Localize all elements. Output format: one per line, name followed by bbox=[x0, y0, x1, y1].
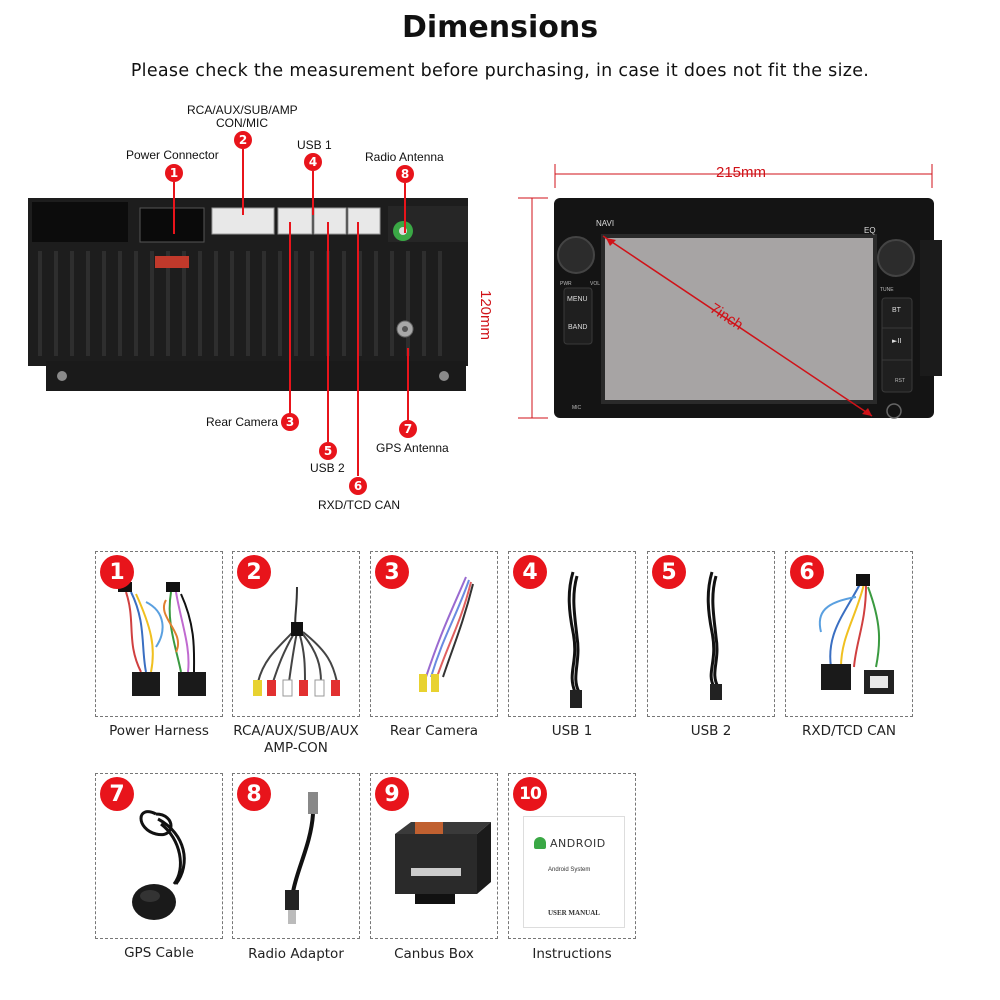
leader-line-2 bbox=[242, 149, 244, 215]
width-dimension-label: 215mm bbox=[716, 164, 767, 181]
manual-booklet: ANDROID Android System USER MANUAL bbox=[523, 816, 625, 928]
accessory-number-badge: 8 bbox=[237, 777, 271, 811]
callout-label-radio-antenna: Radio Antenna bbox=[365, 150, 444, 164]
navi-button-label: NAVI bbox=[596, 219, 615, 228]
accessory-caption-usb1: USB 1 bbox=[551, 723, 593, 739]
page-title: Dimensions bbox=[401, 10, 599, 45]
accessory-card-usb1: 4 bbox=[508, 551, 636, 717]
accessory-number-badge: 10 bbox=[513, 777, 547, 811]
callout-badge-8: 8 bbox=[396, 165, 414, 183]
accessory-card-power-harness: 1 bbox=[95, 551, 223, 717]
vol-button-label: VOL bbox=[590, 281, 601, 287]
canbus-box-image bbox=[395, 822, 491, 904]
accessory-number-badge: 6 bbox=[790, 555, 824, 589]
accessory-caption-instructions: Instructions bbox=[532, 946, 612, 962]
accessory-card-gps-cable: 7 bbox=[95, 773, 223, 939]
callout-badge-6: 6 bbox=[349, 477, 367, 495]
leader-line-4 bbox=[312, 171, 314, 215]
callout-label-rxd-can: RXD/TCD CAN bbox=[318, 498, 401, 512]
callout-label-rca-line2: CON/MIC bbox=[216, 116, 268, 130]
accessory-card-usb2: 5 bbox=[647, 551, 775, 717]
accessory-caption-usb2: USB 2 bbox=[690, 723, 732, 739]
accessory-card-canbus-box: 9 bbox=[370, 773, 498, 939]
callout-badge-7: 7 bbox=[399, 420, 417, 438]
manual-system: Android System bbox=[548, 867, 591, 873]
callout-badge-4: 4 bbox=[304, 153, 322, 171]
band-button-label: BAND bbox=[568, 324, 588, 331]
usb2-cable-image bbox=[706, 571, 722, 700]
accessory-number-badge: 1 bbox=[100, 555, 134, 589]
accessory-caption-rear-camera: Rear Camera bbox=[389, 723, 479, 739]
rear-camera-cable-image bbox=[419, 576, 474, 692]
accessory-card-instructions: ANDROID Android System USER MANUAL 10 bbox=[508, 773, 636, 939]
manual-title: USER MANUAL bbox=[548, 909, 600, 917]
height-dimension-label: 120mm bbox=[477, 290, 494, 341]
accessory-caption-radio-adaptor: Radio Adaptor bbox=[248, 946, 344, 962]
accessory-number-badge: 4 bbox=[513, 555, 547, 589]
callout-label-usb1: USB 1 bbox=[297, 138, 332, 152]
accessory-card-rear-camera: 3 bbox=[370, 551, 498, 717]
tune-button-label: TUNE bbox=[880, 287, 894, 293]
accessory-number-badge: 5 bbox=[652, 555, 686, 589]
android-logo-icon bbox=[534, 837, 546, 849]
leader-line-3 bbox=[289, 222, 291, 416]
accessory-number-badge: 3 bbox=[375, 555, 409, 589]
rst-button-label: RST bbox=[895, 378, 905, 384]
leader-line-7 bbox=[407, 348, 409, 420]
callout-label-rear-camera: Rear Camera bbox=[206, 415, 279, 429]
rear-panel-image bbox=[28, 198, 468, 391]
rxd-can-cable-image bbox=[818, 574, 894, 694]
menu-button-label: MENU bbox=[567, 296, 588, 303]
rca-cable-image bbox=[253, 586, 340, 697]
accessory-card-rxd-can: 6 bbox=[785, 551, 913, 717]
accessory-number-badge: 9 bbox=[375, 777, 409, 811]
accessory-caption-power-harness: Power Harness bbox=[109, 723, 209, 739]
accessory-caption-canbus-box: Canbus Box bbox=[394, 946, 474, 962]
accessory-caption-rca-line2: AMP-CON bbox=[264, 740, 328, 756]
leader-line-8 bbox=[404, 183, 406, 233]
usb1-cable-image bbox=[567, 571, 582, 708]
pwr-button-label: PWR bbox=[560, 281, 572, 287]
gps-cable-image bbox=[132, 810, 186, 920]
callout-label-rca-line1: RCA/AUX/SUB/AMP bbox=[187, 103, 298, 117]
play-pause-button-label: ►II bbox=[892, 337, 902, 345]
accessory-number-badge: 2 bbox=[237, 555, 271, 589]
mic-label: MIC bbox=[572, 405, 582, 411]
eq-button-label: EQ bbox=[864, 226, 876, 235]
radio-adaptor-image bbox=[285, 792, 318, 924]
callout-badge-3: 3 bbox=[281, 413, 299, 431]
accessory-caption-rca-line1: RCA/AUX/SUB/AUX bbox=[233, 723, 359, 739]
callout-badge-1: 1 bbox=[165, 164, 183, 182]
callout-badge-2: 2 bbox=[234, 131, 252, 149]
callout-label-gps-antenna: GPS Antenna bbox=[376, 441, 449, 455]
accessory-caption-gps-cable: GPS Cable bbox=[124, 945, 194, 961]
leader-line-5 bbox=[327, 222, 329, 442]
manual-brand: ANDROID bbox=[550, 837, 606, 850]
accessory-card-rca: 2 bbox=[232, 551, 360, 717]
leader-line-6 bbox=[357, 222, 359, 476]
bt-button-label: BT bbox=[892, 307, 901, 314]
callout-label-usb2: USB 2 bbox=[310, 461, 345, 475]
page-subtitle: Please check the measurement before purc… bbox=[130, 61, 870, 81]
leader-line-1 bbox=[173, 182, 175, 234]
head-unit-front-image bbox=[518, 164, 942, 419]
callout-badge-5: 5 bbox=[319, 442, 337, 460]
accessory-number-badge: 7 bbox=[100, 777, 134, 811]
accessory-caption-rxd-can: RXD/TCD CAN bbox=[802, 723, 896, 739]
accessory-card-radio-adaptor: 8 bbox=[232, 773, 360, 939]
callout-label-power-connector: Power Connector bbox=[126, 148, 219, 162]
